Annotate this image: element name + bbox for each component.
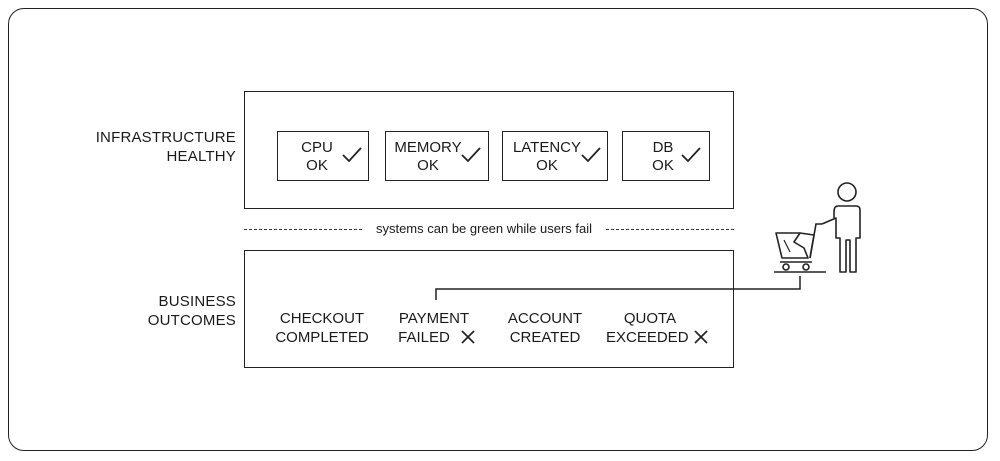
business-label-line2: OUTCOMES xyxy=(147,312,236,329)
cross-icon xyxy=(694,330,708,344)
metric-db: DB OK xyxy=(622,131,710,181)
infrastructure-label-line2: HEALTHY xyxy=(166,148,236,165)
infrastructure-panel xyxy=(244,91,734,209)
outcome-line1: QUOTA xyxy=(623,310,677,327)
metric-name: LATENCY xyxy=(512,139,582,156)
metric-status: OK xyxy=(306,157,328,174)
divider-line-right xyxy=(606,229,734,230)
outcome-quota-exceeded: QUOTA EXCEEDED xyxy=(606,309,712,347)
metric-latency: LATENCY OK xyxy=(502,131,608,181)
metric-memory: MEMORY OK xyxy=(385,131,489,181)
metric-name: MEMORY xyxy=(394,139,462,156)
metric-name: CPU xyxy=(301,139,333,156)
cross-icon xyxy=(461,330,475,344)
outcome-account-created: ACCOUNT CREATED xyxy=(498,309,592,347)
outcome-line1: CHECKOUT xyxy=(279,310,365,327)
check-icon xyxy=(581,147,601,163)
check-icon xyxy=(681,147,701,163)
metric-cpu: CPU OK xyxy=(277,131,369,181)
business-label-line1: BUSINESS xyxy=(158,293,236,310)
outcome-line1: ACCOUNT xyxy=(507,310,583,327)
metric-status: OK xyxy=(417,157,439,174)
divider-caption: systems can be green while users fail xyxy=(375,221,593,236)
outcome-line2: EXCEEDED xyxy=(606,329,689,346)
outcome-line2: FAILED xyxy=(398,329,450,346)
metric-status: OK xyxy=(652,157,674,174)
outcome-line2: COMPLETED xyxy=(275,329,369,346)
check-icon xyxy=(342,147,362,163)
outcome-checkout-completed: CHECKOUT COMPLETED xyxy=(268,309,376,347)
user-pushing-broken-cart-icon xyxy=(774,182,861,273)
outcome-payment-failed: PAYMENT FAILED xyxy=(394,309,474,347)
infrastructure-label: INFRASTRUCTURE HEALTHY xyxy=(86,128,236,166)
business-label: BUSINESS OUTCOMES xyxy=(96,292,236,330)
check-icon xyxy=(461,147,481,163)
metric-name: DB xyxy=(652,139,674,156)
infrastructure-label-line1: INFRASTRUCTURE xyxy=(95,129,236,146)
outcome-line1: PAYMENT xyxy=(398,310,470,327)
divider-line-left xyxy=(244,229,362,230)
outcome-line2: CREATED xyxy=(509,329,581,346)
business-panel xyxy=(244,250,734,368)
diagram-frame xyxy=(8,8,988,451)
metric-status: OK xyxy=(536,157,558,174)
